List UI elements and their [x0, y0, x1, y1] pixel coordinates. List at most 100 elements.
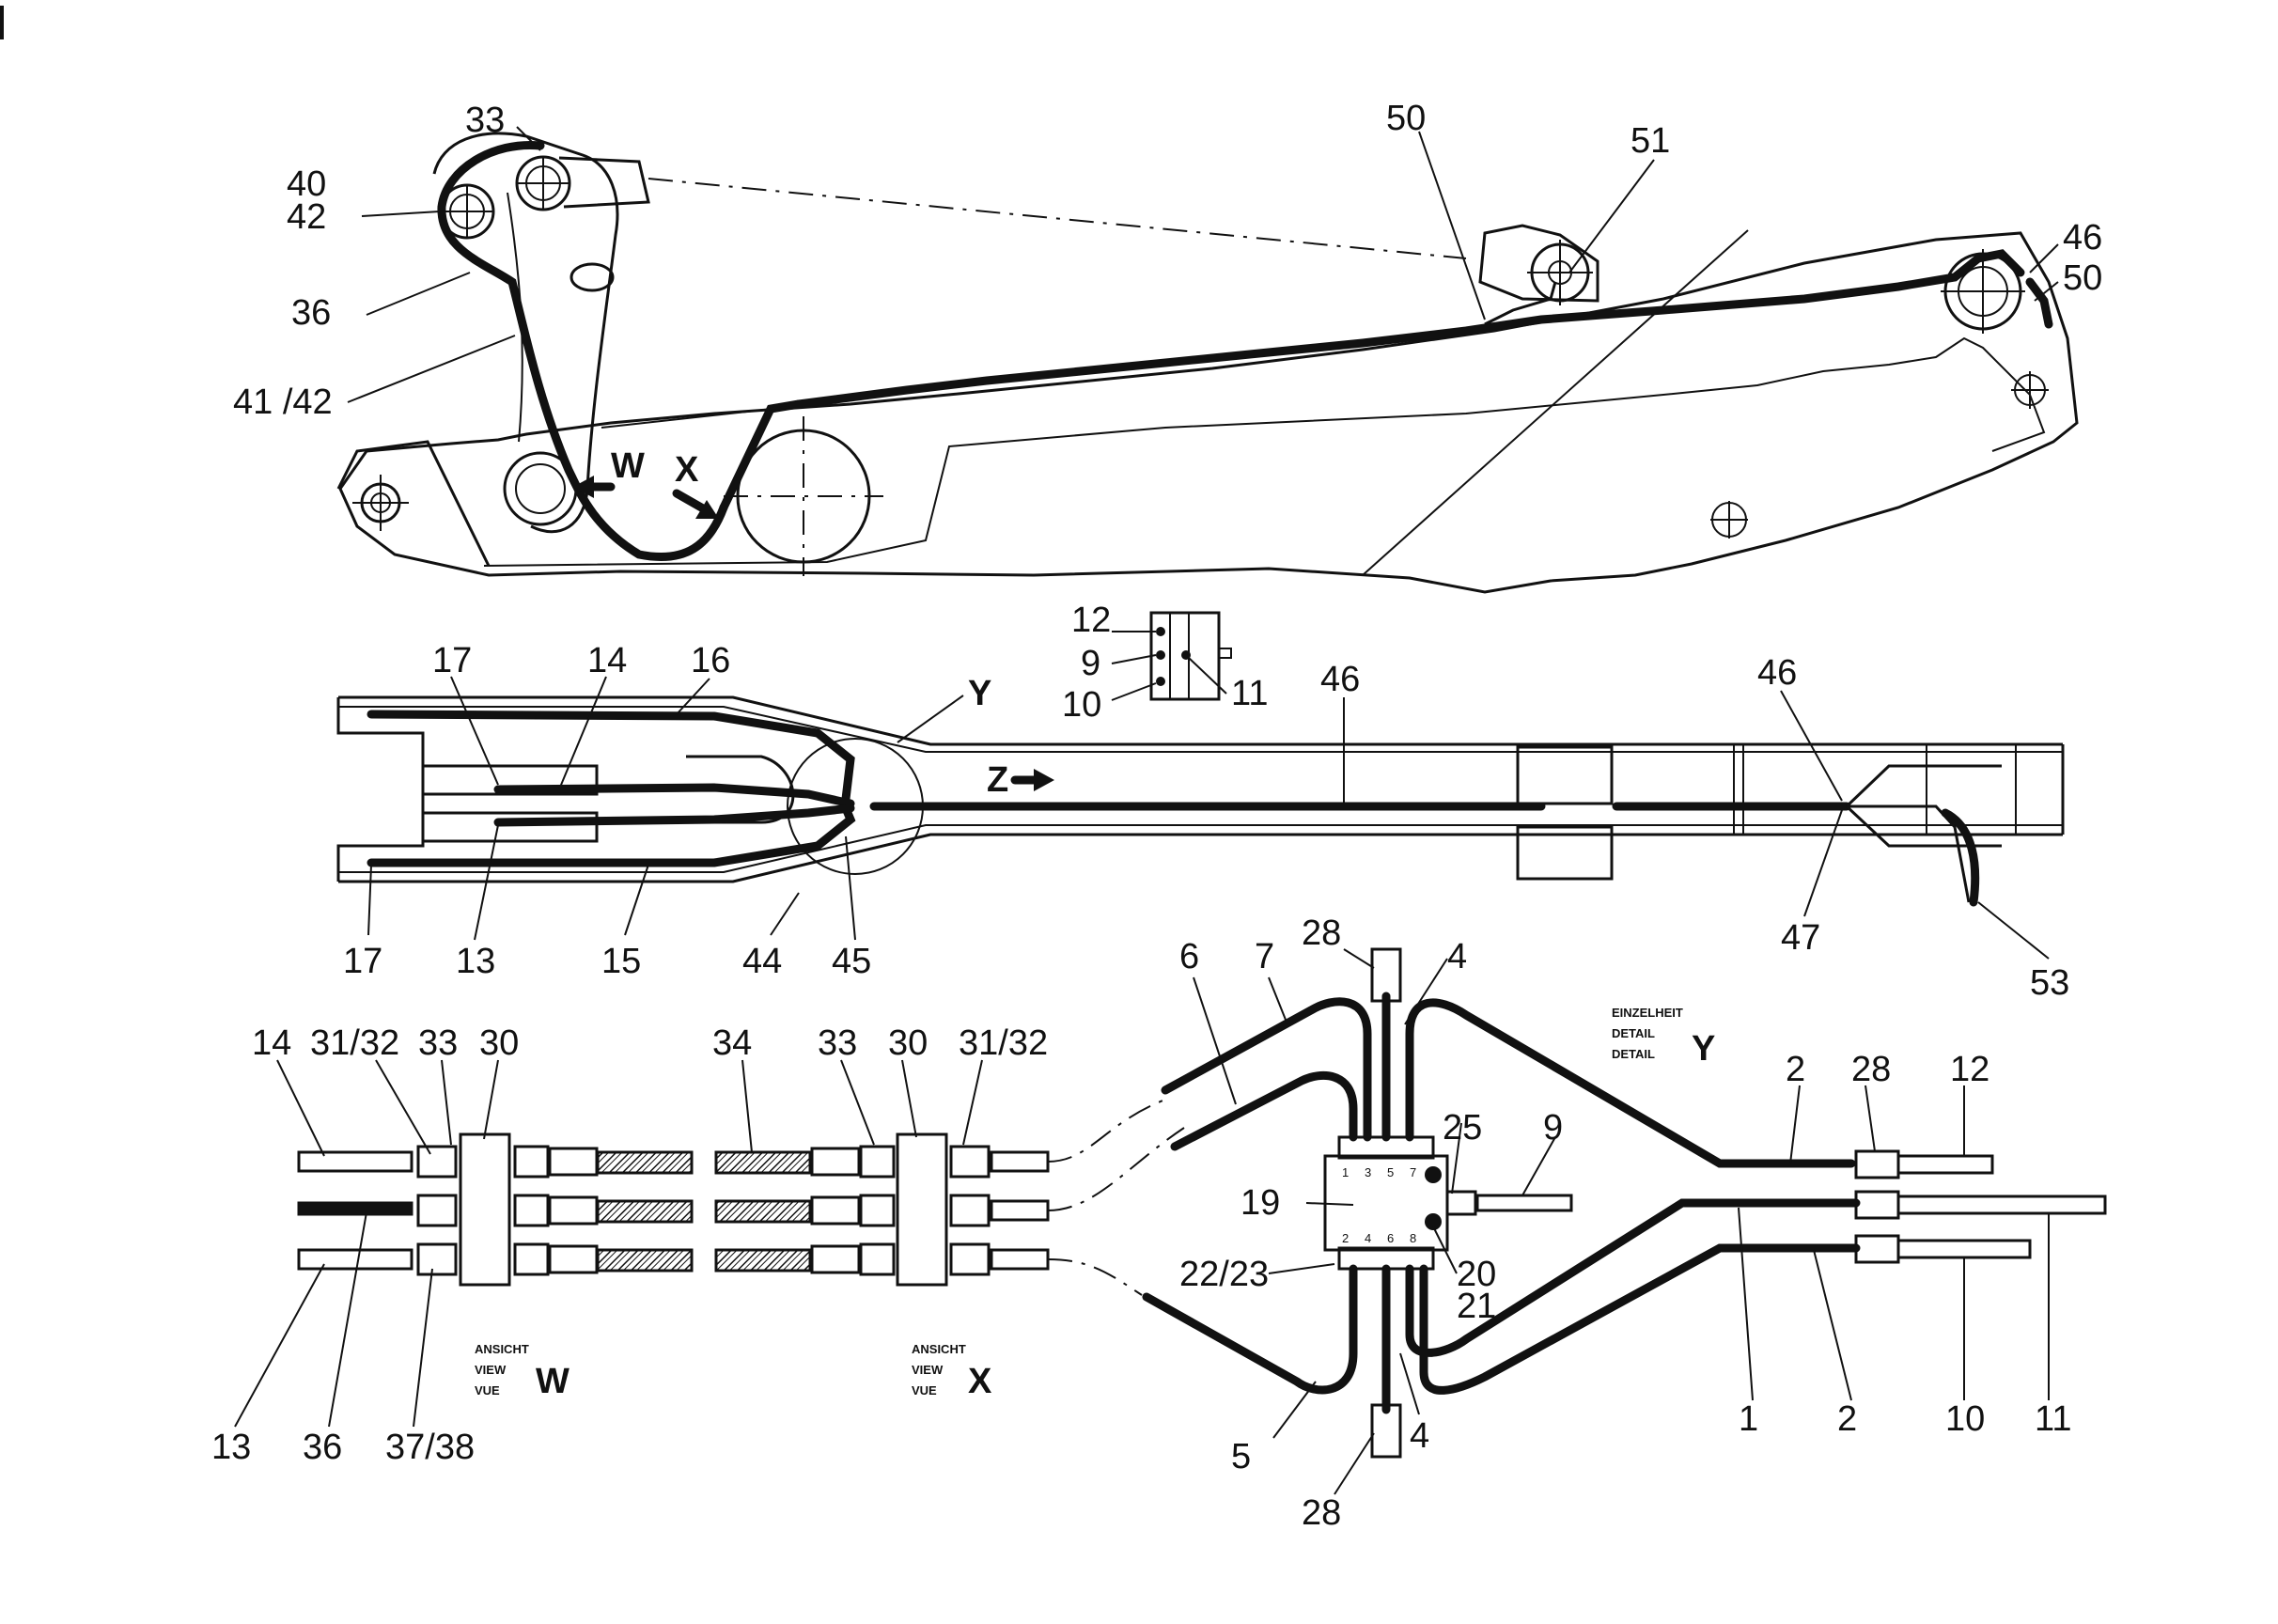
callout-7: 7: [1255, 937, 1274, 976]
callout-14-plan: 14: [587, 641, 627, 680]
view-w-letter: W: [536, 1362, 570, 1401]
pin-small-lever: [570, 262, 615, 292]
callout-45: 45: [832, 942, 871, 981]
w-block: [459, 1132, 511, 1287]
callout-44: 44: [742, 942, 782, 981]
y-pipe-6: [1170, 1071, 1358, 1151]
plan-hose-16: [367, 710, 855, 804]
callout-6: 6: [1179, 937, 1199, 976]
y-pipe-5: [1142, 1264, 1358, 1395]
callout-47: 47: [1781, 918, 1820, 958]
plan-hose-15: [367, 804, 856, 867]
callout-28-right: 28: [1851, 1050, 1891, 1089]
callout-41-42: 41 /42: [233, 383, 333, 422]
plan-view-labels: 17 14 16 Y 46 46 17 13 15 44 45 47 53 Z: [343, 641, 2069, 1003]
callout-34: 34: [712, 1023, 752, 1063]
callout-2-bottom: 2: [1837, 1399, 1857, 1439]
plan-fork-bottom: [421, 811, 599, 843]
callout-17-top: 17: [432, 641, 472, 680]
pin-big-cross: [724, 416, 883, 576]
callout-40: 40: [287, 164, 326, 204]
side-leaders: [347, 126, 2059, 403]
port-1: 1: [1342, 1165, 1349, 1179]
view-w-line2: VIEW: [475, 1363, 507, 1377]
callout-31-32-w: 31/32: [310, 1023, 399, 1063]
marker-x: X: [675, 450, 699, 490]
callout-33: 33: [465, 101, 505, 140]
y-pipe-2-top: [1405, 998, 1856, 1168]
callout-53: 53: [2030, 963, 2069, 1003]
y-plug-20: [1425, 1166, 1442, 1183]
clamp-leaders: [1111, 631, 1227, 701]
cylinder-dash: [648, 178, 1467, 259]
callout-20: 20: [1457, 1255, 1496, 1294]
clamp-detail: 12 9 10 11: [1062, 601, 1268, 725]
callout-46-plan-b: 46: [1757, 653, 1797, 693]
port-5: 5: [1387, 1165, 1394, 1179]
plan-outline-bottom: [338, 833, 2063, 883]
cylinder-pivot-block: [1478, 224, 1599, 303]
callout-13-plan: 13: [456, 942, 495, 981]
plan-leaders: [367, 676, 2050, 960]
view-w-line1: ANSICHT: [475, 1342, 529, 1356]
view-x-letter: X: [968, 1362, 992, 1401]
view-y-line3: DETAIL: [1612, 1047, 1655, 1061]
plan-inner-bottom: [338, 824, 2063, 873]
plan-bulkheads: [1733, 744, 2017, 835]
view-w-line3: VUE: [475, 1383, 500, 1398]
callout-y: Y: [968, 674, 991, 713]
callout-22-23: 22/23: [1179, 1255, 1269, 1294]
pin-crosses: [352, 158, 2049, 539]
callout-46-side: 46: [2063, 218, 2102, 258]
y-fittings-right: [1854, 1149, 2107, 1264]
callout-19: 19: [1240, 1183, 1280, 1223]
callout-36-w: 36: [303, 1428, 342, 1467]
y-fitting-28-top: [1370, 947, 1402, 1003]
callout-33-x: 33: [818, 1023, 857, 1063]
clamp-dot-3: [1156, 677, 1165, 686]
port-4: 4: [1365, 1231, 1371, 1245]
callout-12-clamp: 12: [1071, 601, 1111, 640]
view-x-line3: VUE: [912, 1383, 937, 1398]
callout-12-y: 12: [1950, 1050, 1989, 1089]
callout-11-clamp: 11: [1231, 674, 1268, 713]
w-hoses: [297, 1145, 694, 1276]
plan-hose-53: [1941, 808, 1980, 907]
hose-rod-2: [601, 406, 790, 429]
callout-10-clamp: 10: [1062, 685, 1101, 725]
callout-10-y: 10: [1945, 1399, 1985, 1439]
port-3: 3: [1365, 1165, 1371, 1179]
plan-sleeve-left-b: [1516, 825, 1614, 881]
callout-21: 21: [1457, 1287, 1496, 1326]
plan-hose-14: [493, 783, 855, 808]
pin-lower-lever-inner: [515, 463, 566, 514]
callout-9-clamp: 9: [1081, 644, 1100, 683]
callout-17-bottom: 17: [343, 942, 382, 981]
port-6: 6: [1387, 1231, 1394, 1245]
boom-flank-line: [1362, 229, 1749, 576]
view-y-line1: EINZELHEIT: [1612, 1006, 1683, 1020]
w-leaders: [234, 1059, 499, 1428]
hose-50: [1484, 281, 1557, 326]
callout-5: 5: [1231, 1437, 1251, 1476]
callout-14-w: 14: [252, 1023, 291, 1063]
x-leaders: [741, 1059, 983, 1153]
arrow-w-head: [573, 476, 594, 498]
arrow-z-head: [1034, 769, 1054, 791]
x-block: [896, 1132, 948, 1287]
callout-50-side: 50: [2063, 258, 2102, 298]
callout-13-w: 13: [211, 1428, 251, 1467]
y-port-25: [1445, 1190, 1477, 1216]
hose-upper-run: [794, 249, 2025, 409]
marker-z: Z: [987, 760, 1008, 800]
plan-inner-top: [338, 706, 2063, 753]
callout-4-bottom: 4: [1410, 1416, 1429, 1456]
callout-1: 1: [1739, 1399, 1758, 1439]
corner-mark: [0, 6, 4, 39]
clamp-lines: [1169, 613, 1232, 699]
y-pipe-1: [1405, 1198, 1861, 1357]
y-fitting-28-bottom: [1370, 1403, 1402, 1459]
boom-web-contour: [483, 336, 2046, 567]
callout-15: 15: [601, 942, 641, 981]
